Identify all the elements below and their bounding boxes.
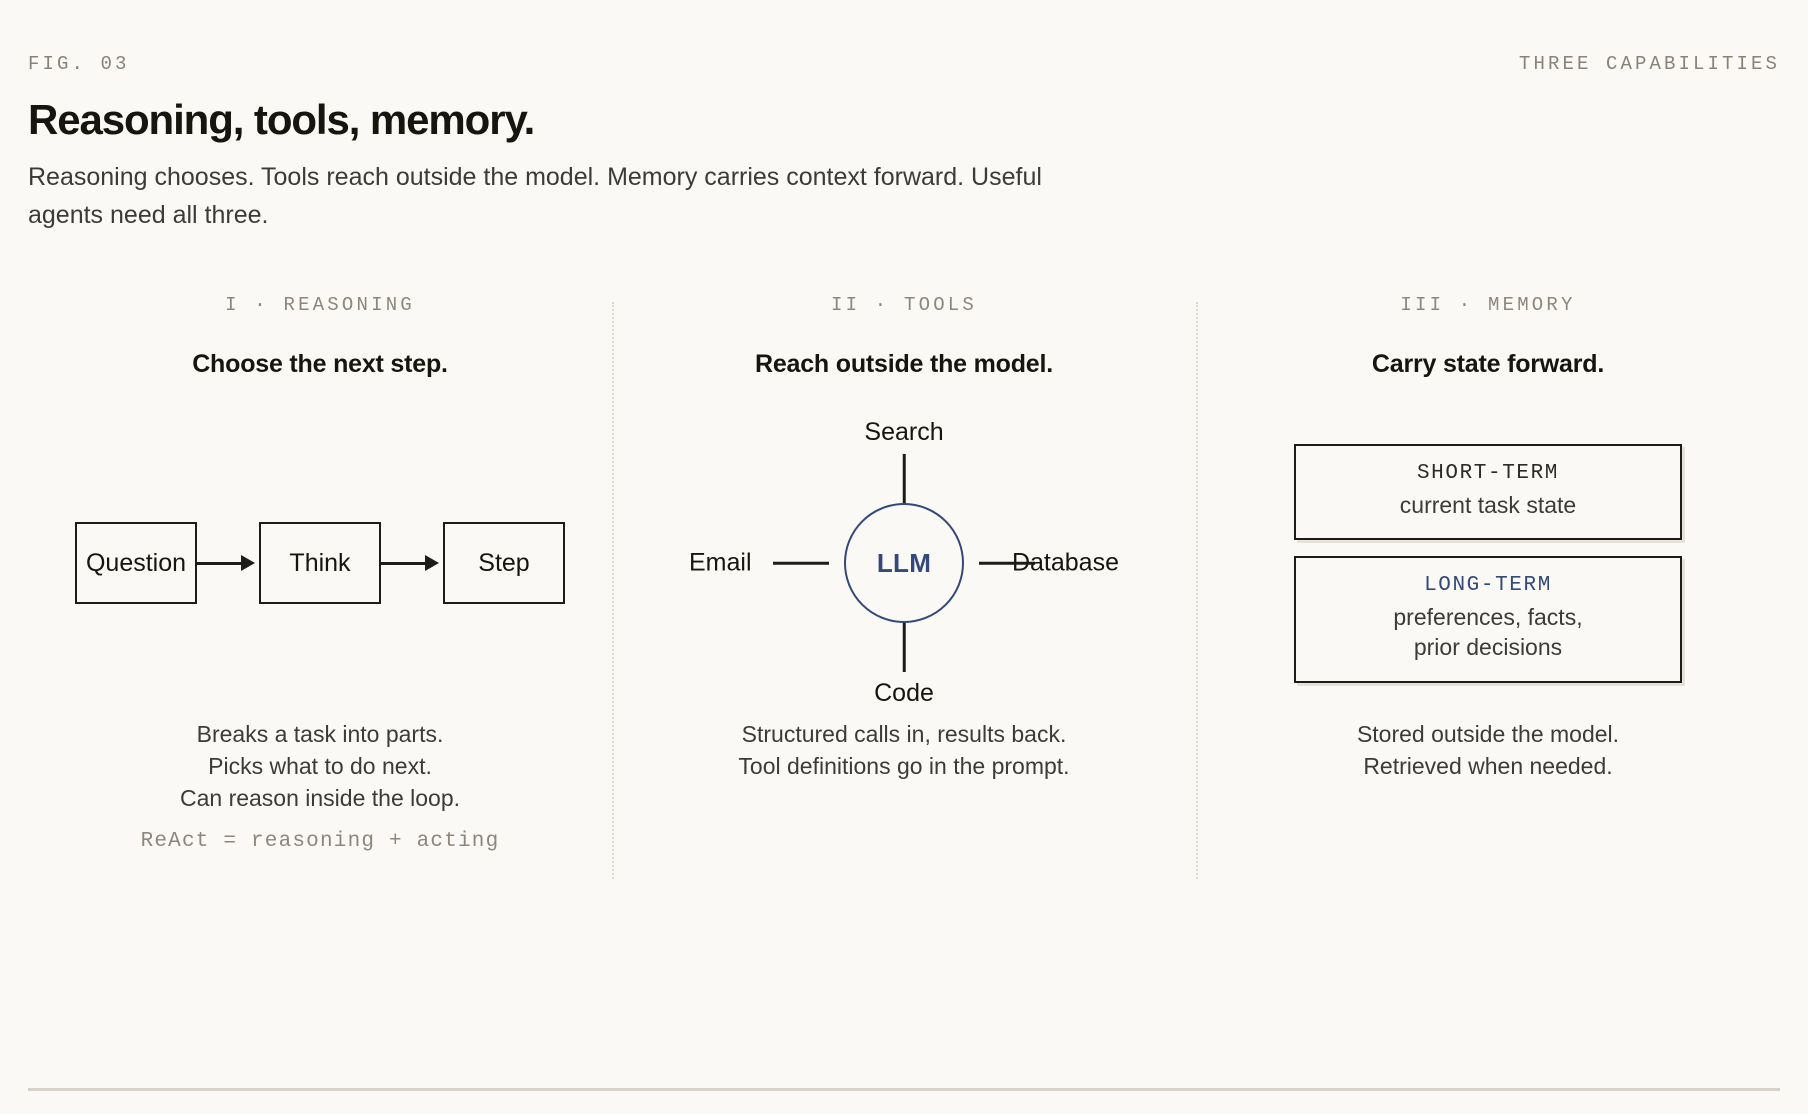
reasoning-diagram: Question Think Step [38, 413, 602, 713]
hub-label-email: Email [689, 548, 752, 577]
note-line: Picks what to do next. [208, 752, 432, 779]
page-header: FIG. 03 THREE CAPABILITIES [28, 0, 1780, 75]
memory-card-short-term: SHORT-TERM current task state [1294, 443, 1682, 540]
capability-columns: I · REASONING Choose the next step. Ques… [28, 294, 1780, 880]
memory-card-body: preferences, facts,prior decisions [1393, 604, 1583, 661]
figure-label: FIG. 03 [28, 53, 130, 75]
hub-spoke-left [773, 561, 829, 565]
column-kicker-reasoning: I · REASONING [225, 294, 415, 317]
column-notes-memory: Stored outside the model. Retrieved when… [1357, 719, 1619, 782]
flow-node-step: Step [443, 522, 565, 605]
flow-chain: Question Think Step [75, 522, 565, 605]
hub-spoke-top [902, 454, 906, 509]
hub-center-llm: LLM [844, 503, 964, 624]
column-tools: II · TOOLS Reach outside the model. Sear… [612, 294, 1196, 880]
flow-node-think: Think [259, 522, 381, 605]
column-heading-tools: Reach outside the model. [754, 350, 1054, 379]
flow-arrow-icon [197, 551, 259, 575]
hub-label-code: Code [874, 679, 934, 708]
flow-node-question: Question [75, 522, 197, 605]
memory-card-tag: SHORT-TERM [1416, 461, 1560, 485]
section-label: THREE CAPABILITIES [1518, 53, 1780, 75]
memory-card-tag: LONG-TERM [1424, 574, 1552, 597]
column-heading-memory: Carry state forward. [1371, 350, 1605, 379]
note-mono-react: ReAct = reasoning + acting [140, 830, 500, 854]
page-title: Reasoning, tools, memory. [28, 96, 535, 143]
hub-label-search: Search [864, 418, 944, 447]
note-line: Tool definitions go in the prompt. [738, 752, 1070, 779]
note-line: Can reason inside the loop. [179, 784, 461, 811]
note-line: Stored outside the model. [1356, 721, 1620, 748]
memory-card-body: current task state [1399, 491, 1577, 518]
page-subtitle: Reasoning chooses. Tools reach outside t… [28, 163, 1042, 229]
note-line: Retrieved when needed. [1363, 752, 1613, 779]
column-heading-reasoning: Choose the next step. [192, 350, 448, 379]
column-kicker-tools: II · TOOLS [830, 294, 978, 317]
note-line: Structured calls in, results back. [741, 721, 1067, 748]
tools-diagram: Search Code Email Database LLM [622, 413, 1186, 713]
column-reasoning: I · REASONING Choose the next step. Ques… [28, 294, 612, 853]
column-notes-reasoning: Breaks a task into parts. Picks what to … [180, 719, 460, 814]
flow-arrow-icon [381, 551, 443, 575]
column-notes-tools: Structured calls in, results back. Tool … [738, 719, 1069, 782]
hub-center-label: LLM [876, 547, 932, 578]
note-line: Breaks a task into parts. [196, 721, 444, 748]
footer-divider [28, 1088, 1780, 1091]
memory-card-long-term: LONG-TERM preferences, facts,prior decis… [1294, 556, 1682, 683]
hub-spoke-right [979, 561, 1035, 565]
column-memory: III · MEMORY Carry state forward. SHORT-… [1196, 294, 1780, 880]
column-kicker-memory: III · MEMORY [1400, 294, 1576, 317]
memory-cards: SHORT-TERM current task state LONG-TERM … [1294, 443, 1682, 683]
llm-hub: Search Code Email Database LLM [689, 418, 1119, 708]
memory-diagram: SHORT-TERM current task state LONG-TERM … [1206, 413, 1770, 713]
hub-spoke-bottom [902, 618, 906, 673]
